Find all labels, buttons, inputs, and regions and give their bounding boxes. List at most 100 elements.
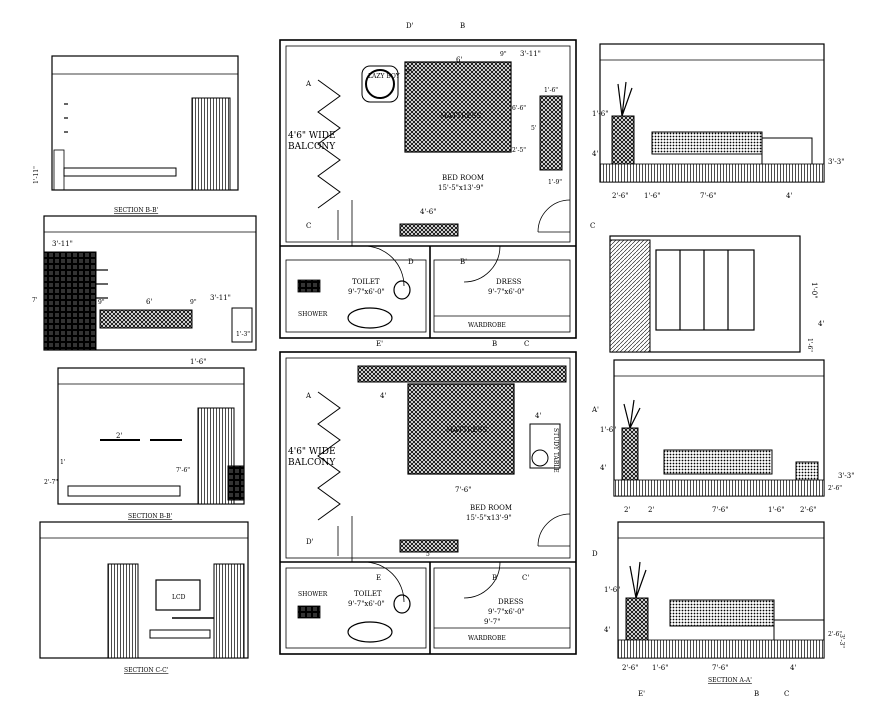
bottom-dress-size: 9'-7"x6'-0" [488, 608, 525, 616]
s3-dim-27: 2'-7" [44, 479, 58, 486]
bottom-wardrobe-label: WARDROBE [468, 635, 506, 642]
s2-dim-9a: 9" [98, 299, 105, 306]
r1-bottom-1: 1'-6" [644, 192, 660, 200]
s3-dim-2: 2' [116, 432, 122, 440]
top-tag-b: B [460, 22, 465, 30]
foot-tag-c: C [784, 690, 789, 698]
left-section-1-labels: 1'-11" SECTION B-B' [33, 166, 158, 214]
top-tag-a: A [305, 80, 312, 88]
r2-dim-10: 1'-0" [810, 282, 818, 298]
bottom-toilet-size: 9'-7"x6'-0" [348, 600, 385, 608]
r2-sliding-doors [655, 249, 755, 331]
s3-dim-76: 7'-6" [176, 467, 190, 474]
r1-bottom-3: 4' [786, 192, 792, 200]
r4-title: SECTION A-A' [708, 677, 752, 684]
left-section-3 [57, 367, 245, 505]
bottom-plan-outer-wall [279, 351, 577, 655]
r1-dim-33: 3'-3" [828, 158, 844, 166]
left-section-4 [39, 521, 249, 659]
s4-lcd: LCD [172, 594, 186, 601]
top-plan-labels: LAZY BOY MATTRESS 4'6" WIDE BALCONY BED … [288, 22, 595, 329]
bottom-bedroom-name: BED ROOM [470, 504, 512, 512]
s2-bed-frame [99, 309, 193, 329]
s4-title: SECTION C-C' [124, 667, 169, 674]
top-shower-label: SHOWER [298, 311, 328, 318]
top-balcony-label-1: 4'6" WIDE [288, 131, 336, 141]
bottom-dim-76: 7'-6" [455, 486, 471, 494]
r3-dim-26: 2'-6" [828, 485, 842, 492]
lcd-tv [155, 579, 201, 611]
top-dim-46: 4'-6" [420, 208, 436, 216]
s1-dim: 1'-11" [33, 166, 40, 184]
top-toilet-size: 9'-7"x6'-0" [348, 288, 385, 296]
bottom-shower-label: SHOWER [298, 591, 328, 598]
lazy-boy-chair [365, 69, 395, 99]
bottom-tag-c: C [524, 340, 529, 348]
r4-bottom-3: 4' [790, 664, 796, 672]
r3-bottom-3: 1'-6" [768, 506, 784, 514]
top-floor-plan [279, 39, 577, 339]
bottom-toilet-seat [393, 594, 411, 614]
top-dim-9b: 9" [500, 51, 507, 58]
s2-dim-16: 1'-6" [190, 358, 206, 366]
bottom-wash-basin [347, 621, 393, 643]
top-plan-outer-wall [279, 39, 577, 339]
r3-bottom-4: 2'-6" [800, 506, 816, 514]
bottom-dim-97: 9'-7" [484, 618, 500, 626]
bottom-tag-d-prime: D' [306, 538, 314, 546]
s2-dim-13: 1'-3" [236, 331, 250, 338]
top-dim-side: 3'-11" [520, 50, 541, 58]
left-section-3-labels: 2' 2'-7" 7'-6" 1' SECTION B-B' [44, 432, 190, 520]
s2-headboard-panel [43, 251, 97, 351]
r4-dim-3: 3'-3" [838, 634, 845, 648]
top-bedroom-size: 15'-5"x13'-9" [438, 184, 484, 192]
right-section-3 [613, 359, 825, 497]
top-side-cabinet [539, 95, 563, 171]
bottom-tag-e-prime: E' [376, 340, 383, 348]
top-wash-basin [347, 307, 393, 329]
top-bedroom-name: BED ROOM [442, 174, 484, 182]
bottom-dim-5: 5' [426, 551, 432, 558]
bottom-tag-c-prime: C' [522, 574, 529, 582]
r3-dim-16: 1'-6" [600, 426, 616, 434]
r4-bottom-1: 1'-6" [652, 664, 668, 672]
top-toilet-seat [393, 280, 411, 300]
bottom-balcony-label-1: 4'6" WIDE [288, 447, 336, 457]
r4-dim-26: 2'-6" [828, 631, 842, 638]
r4-bottom-2: 7'-6" [712, 664, 728, 672]
bottom-dim-4b: 4' [535, 412, 541, 420]
top-dim-16: 1'-6" [544, 87, 558, 94]
bottom-bedroom-size: 15'-5"x13'-9" [466, 514, 512, 522]
top-tag-c-right: C [590, 222, 595, 230]
top-dim-25: 2'-5" [512, 147, 526, 154]
bottom-tag-b-lower: B [492, 574, 497, 582]
bottom-dim-4a: 4' [380, 392, 386, 400]
bottom-study-table [529, 423, 561, 469]
top-dim-66: 6'-6" [512, 105, 526, 112]
top-tag-d: D [408, 258, 414, 266]
r1-bottom-2: 7'-6" [700, 192, 716, 200]
r4-dim-16: 1'-6" [604, 586, 620, 594]
top-dress-name: DRESS [496, 278, 522, 286]
top-balcony-label-2: BALCONY [288, 142, 336, 152]
s2-dim-6: 6' [146, 298, 152, 306]
bottom-toilet-name: TOILET [354, 590, 382, 598]
top-tag-b-prime: B' [460, 258, 467, 266]
study-table-label: STUDY TABLE [552, 428, 559, 473]
lazy-boy-label: LAZY BOY [368, 73, 401, 80]
right-section-1-labels: 1'-6" 4' 3'-3" 2'-6" 1'-6" 7'-6" 4' [592, 110, 844, 200]
top-bedroom-door-swing [537, 199, 571, 233]
r2-dim-16: 1'-6" [806, 338, 813, 352]
top-mattress-block [404, 61, 512, 153]
bottom-mattress-block [407, 383, 515, 475]
left-section-2 [43, 215, 257, 351]
r3-dim-33: 3'-3" [838, 472, 854, 480]
top-dim-5: 5' [531, 125, 537, 132]
right-section-2 [609, 235, 801, 353]
right-section-2-labels: 1'-0" 4' 1'-6" [806, 282, 824, 352]
r4-bottom-0: 2'-6" [622, 664, 638, 672]
top-toilet-name: TOILET [352, 278, 380, 286]
right-section-1 [599, 43, 825, 183]
r3-bottom-2: 7'-6" [712, 506, 728, 514]
s2-dim-7: 7' [32, 297, 38, 304]
